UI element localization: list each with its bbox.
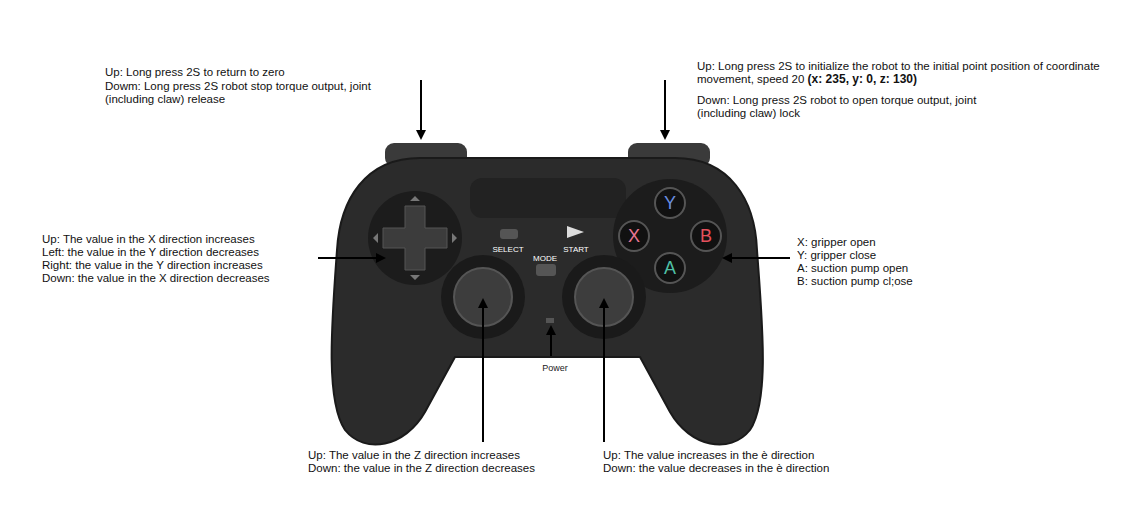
leader-arrow xyxy=(482,300,484,442)
button-label: START xyxy=(563,245,588,254)
dpad-marks xyxy=(373,196,457,280)
callout-label: Up: Long press 2S to return to zero xyxy=(105,66,415,79)
callout-text: Dowm: Long press 2S robot stop torque ou… xyxy=(105,80,405,106)
callout-label: Y: gripper close xyxy=(797,249,997,262)
callout-label: Dowm: Long press 2S robot stop torque ou… xyxy=(105,80,405,106)
button-label: MODE xyxy=(533,254,557,263)
mode-button xyxy=(536,264,556,276)
button-letter: X xyxy=(628,226,640,247)
leader-arrow xyxy=(664,80,666,138)
button-b xyxy=(691,221,721,251)
callout-label: (x: 235, y: 0, z: 130) xyxy=(808,72,917,86)
controller-body xyxy=(332,158,763,445)
start-button xyxy=(567,226,584,238)
callout-text: Up: The value in the Z direction increas… xyxy=(308,449,593,475)
callout-label: Down: the value decreases in the è direc… xyxy=(603,462,903,475)
callout-label: Down: Long press 2S robot to open torque… xyxy=(697,94,1027,120)
callout-text: Down: Long press 2S robot to open torque… xyxy=(697,94,1027,120)
callout-label: B: suction pump cl;ose xyxy=(797,275,997,288)
dpad-cross xyxy=(383,206,447,270)
button-x xyxy=(619,221,649,251)
callout-label: Down: the value in the Z direction decre… xyxy=(308,462,593,475)
button-letter: A xyxy=(664,258,676,279)
button-a xyxy=(655,253,685,283)
callout-label: Power xyxy=(542,363,568,373)
callout-text: Up: The value in the X direction increas… xyxy=(42,233,317,285)
callout-label: Up: The value in the X direction increas… xyxy=(42,233,317,246)
dpad-well xyxy=(368,191,462,285)
callout-text: Up: Long press 2S to return to zero xyxy=(105,66,415,79)
leader-arrow xyxy=(603,300,605,442)
power-switch xyxy=(546,318,554,323)
callout-label: Right: the value in the Y direction incr… xyxy=(42,259,317,272)
callout-label: Down: the value in the X direction decre… xyxy=(42,272,317,285)
button-letter: B xyxy=(700,226,712,247)
callout-label: Left: the value in the Y direction decre… xyxy=(42,246,317,259)
leader-arrow xyxy=(550,327,552,356)
select-button xyxy=(500,229,518,239)
callout-label: Up: The value increases in the è directi… xyxy=(603,449,903,462)
button-label: SELECT xyxy=(492,245,523,254)
leader-arrow xyxy=(318,257,384,259)
button-letter: Y xyxy=(664,193,676,214)
callout-text: X: gripper openY: gripper closeA: suctio… xyxy=(797,236,997,288)
button-y xyxy=(655,188,685,218)
callout-label: Up: The value in the Z direction increas… xyxy=(308,449,593,462)
leader-arrow xyxy=(724,257,790,259)
center-panel xyxy=(470,178,626,218)
callout-text: Up: The value increases in the è directi… xyxy=(603,449,903,475)
callout-text: Up: Long press 2S to initialize the robo… xyxy=(697,60,1129,86)
callout-label: A: suction pump open xyxy=(797,262,997,275)
leader-arrow xyxy=(420,80,422,138)
callout-label: X: gripper open xyxy=(797,236,997,249)
